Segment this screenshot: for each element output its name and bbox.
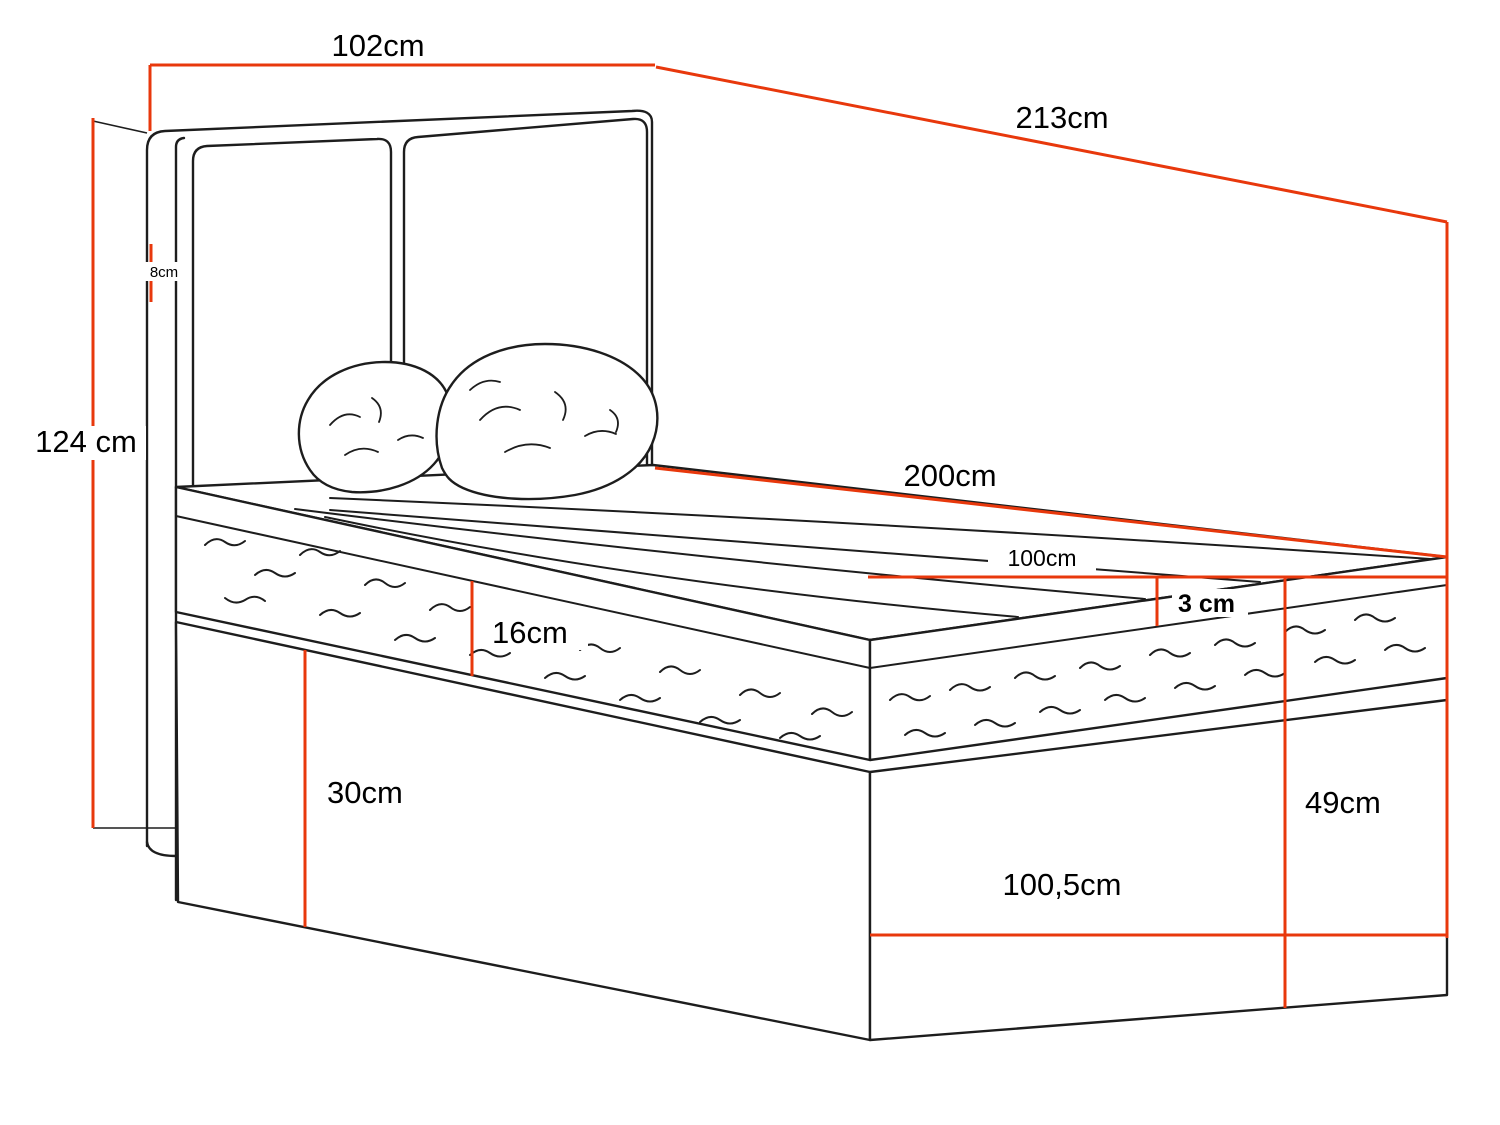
- mattress-seam-foot: [869, 584, 1448, 669]
- label-backdrop: [488, 614, 588, 650]
- label-backdrop: [988, 546, 1096, 572]
- label-backdrop: [1172, 589, 1248, 617]
- dim-topper-height-label: 3 cm: [1178, 590, 1235, 618]
- dim-total-length-label: 213cm: [1015, 100, 1108, 135]
- dim-foot-height-label: 49cm: [1305, 785, 1381, 820]
- pillow-right: [435, 342, 659, 501]
- dim-mattress-length-label: 200cm: [903, 458, 996, 493]
- pillow-left: [297, 360, 453, 494]
- pillows: [297, 342, 659, 501]
- dimension-labels: 102cm 213cm 124 cm 8cm 200cm 100cm 3 cm …: [28, 28, 1405, 902]
- mattress-seam-front: [175, 515, 871, 669]
- dim-headboard-width-line: [148, 63, 655, 131]
- headboard-panel-left: [191, 137, 393, 502]
- quilting-foot-face: [889, 613, 1426, 738]
- dimension-annotations: [91, 63, 1449, 1008]
- headboard-outline: [145, 109, 654, 848]
- dim-total-height-label: 124 cm: [35, 424, 137, 459]
- dim-base-height-label: 30cm: [327, 775, 403, 810]
- dim-base-length-label: 100,5cm: [1003, 867, 1122, 902]
- duvet-lines: [294, 497, 1431, 618]
- headboard-panel-right: [402, 117, 649, 502]
- dim-headboard-width-label: 102cm: [331, 28, 424, 63]
- label-backdrop: [28, 426, 146, 460]
- dim-mattress-length-line: [654, 466, 1448, 559]
- label-backdrop: [980, 868, 1144, 902]
- quilting-front-face: [204, 538, 853, 741]
- label-backdrop: [893, 458, 1009, 490]
- dim-mattress-height-label: 16cm: [492, 615, 568, 650]
- headboard-side-strip-bottom-cap: [145, 840, 178, 858]
- pillow-left-folds: [329, 397, 424, 456]
- pillow-right-folds: [469, 379, 619, 453]
- label-backdrop: [1301, 784, 1405, 820]
- dim-frame-thickness-label: 8cm: [150, 264, 178, 281]
- label-backdrop: [144, 262, 184, 281]
- headboard-side-strip: [174, 136, 186, 902]
- dim-total-length-line: [655, 65, 1448, 224]
- label-backdrop: [323, 774, 423, 810]
- headboard: [145, 109, 654, 902]
- dim-mattress-width-label: 100cm: [1007, 545, 1076, 571]
- height-extension-top: [92, 120, 148, 134]
- base-foot-face: [868, 698, 1449, 1042]
